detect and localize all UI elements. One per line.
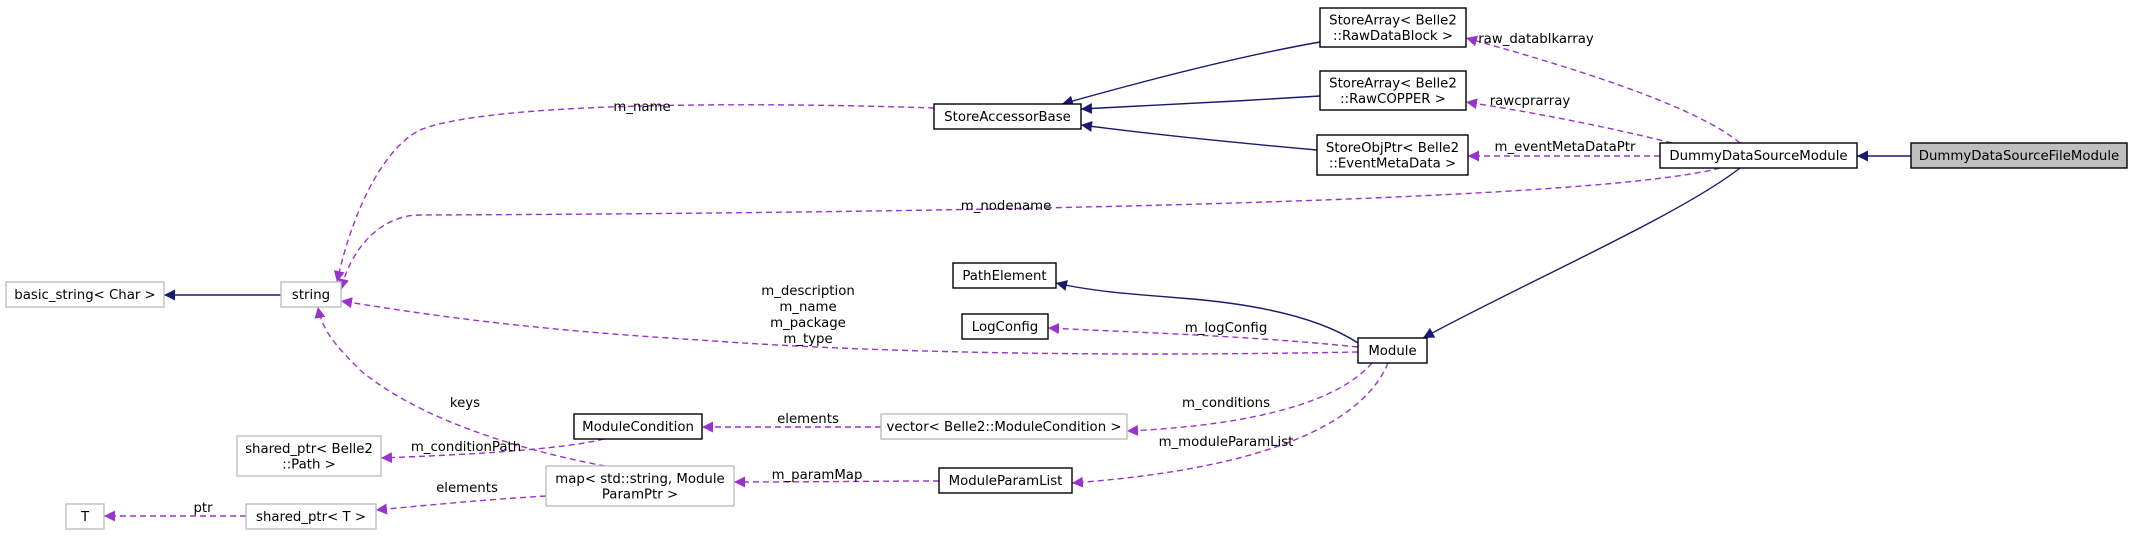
class-box[interactable] bbox=[1910, 142, 2128, 169]
usage-edge-moduleparamlist-to-mapparam bbox=[733, 476, 940, 488]
class-name-line: DummyDataSourceModule bbox=[1669, 149, 1847, 164]
class-node-pathelement[interactable]: PathElement bbox=[952, 262, 1057, 289]
edge-label: m_package bbox=[770, 316, 846, 331]
usage-edge-mapparam-to-string bbox=[314, 306, 606, 467]
class-name-line: shared_ptr< T > bbox=[256, 510, 366, 525]
inheritance-edge-dds-to-module bbox=[1422, 167, 1741, 339]
class-node-sharedpath[interactable]: shared_ptr< Belle2::Path > bbox=[236, 435, 382, 477]
class-box[interactable] bbox=[1319, 70, 1467, 111]
class-box[interactable] bbox=[933, 103, 1082, 130]
class-name-line: basic_string< Char > bbox=[14, 288, 155, 303]
class-name-line: ::EventMetaData > bbox=[1329, 156, 1456, 171]
edge-label: m_moduleParamList bbox=[1159, 435, 1294, 450]
edge-label: ptr bbox=[193, 501, 213, 516]
edge-label: keys bbox=[450, 396, 480, 411]
nodes-layer: DummyDataSourceFileModule DummyDataSource… bbox=[5, 7, 2128, 530]
class-node-logconfig[interactable]: LogConfig bbox=[961, 313, 1049, 340]
class-name-line: map< std::string, Module bbox=[555, 472, 724, 487]
usage-edge-dds-to-rawdatablock bbox=[1465, 35, 1741, 144]
class-name-line: PathElement bbox=[962, 269, 1046, 284]
class-name-line: T bbox=[80, 510, 90, 525]
usage-edge-dds-to-rawcopper bbox=[1465, 98, 1673, 144]
edge-label: m_name bbox=[779, 300, 836, 315]
class-node-moduleparamlist[interactable]: ModuleParamList bbox=[938, 467, 1073, 494]
edge-label: m_paramMap bbox=[772, 468, 863, 483]
edge-labels-layer: raw_datablkarray rawcprarray m_eventMetaDa… bbox=[193, 32, 1636, 516]
class-box[interactable] bbox=[280, 281, 342, 308]
class-box[interactable] bbox=[5, 281, 165, 308]
class-node-modulecondition[interactable]: ModuleCondition bbox=[573, 413, 703, 440]
edge-label: m_type bbox=[783, 332, 832, 347]
edge-label: m_name bbox=[613, 100, 670, 115]
class-name-line: string bbox=[292, 288, 330, 303]
usage-edge-modulecondition-to-sharedpath bbox=[380, 438, 605, 464]
edge-label: raw_datablkarray bbox=[1478, 32, 1594, 47]
class-node-rawdatablock[interactable]: StoreArray< Belle2::RawDataBlock > bbox=[1319, 7, 1467, 48]
usage-edge-module-to-moduleparamlist bbox=[1071, 362, 1389, 488]
class-name-line: vector< Belle2::ModuleCondition > bbox=[886, 420, 1121, 435]
class-name-line: Module bbox=[1368, 344, 1416, 359]
class-box[interactable] bbox=[938, 467, 1073, 494]
class-name-line: ::RawCOPPER > bbox=[1340, 92, 1446, 107]
class-box[interactable] bbox=[245, 503, 377, 530]
class-box[interactable] bbox=[236, 435, 382, 477]
class-name-line: ::RawDataBlock > bbox=[1333, 29, 1453, 44]
edge-label: m_conditions bbox=[1182, 396, 1270, 411]
class-box[interactable] bbox=[1357, 337, 1428, 364]
class-box[interactable] bbox=[65, 503, 105, 530]
class-node-module[interactable]: Module bbox=[1357, 337, 1428, 364]
class-name-line: StoreObjPtr< Belle2 bbox=[1326, 141, 1459, 156]
usage-edge-module-to-logconfig bbox=[1047, 323, 1359, 348]
edge-label: m_logConfig bbox=[1185, 321, 1268, 336]
edge-label: m_description bbox=[761, 284, 855, 299]
class-box[interactable] bbox=[1319, 7, 1467, 48]
class-node-storeaccessor[interactable]: StoreAccessorBase bbox=[933, 103, 1082, 130]
class-box[interactable] bbox=[952, 262, 1057, 289]
class-name-line: DummyDataSourceFileModule bbox=[1919, 149, 2119, 164]
class-node-string[interactable]: string bbox=[280, 281, 342, 308]
class-node-basicstring[interactable]: basic_string< Char > bbox=[5, 281, 165, 308]
edges-layer bbox=[104, 35, 1911, 522]
edge-label: elements bbox=[436, 481, 498, 496]
edge-label: rawcprarray bbox=[1490, 94, 1571, 109]
class-name-line: LogConfig bbox=[972, 320, 1038, 335]
class-node-T[interactable]: T bbox=[65, 503, 105, 530]
class-node-sharedT[interactable]: shared_ptr< T > bbox=[245, 503, 377, 530]
class-name-line: StoreArray< Belle2 bbox=[1329, 76, 1457, 91]
inheritance-edge-rawdatablock-to-storeaccessor bbox=[1061, 41, 1321, 107]
inheritance-edge-rawcopper-to-storeaccessor bbox=[1080, 95, 1321, 115]
class-name-line: StoreAccessorBase bbox=[944, 110, 1071, 125]
usage-edge-module-to-string bbox=[340, 297, 1359, 355]
class-name-line: ModuleCondition bbox=[582, 420, 694, 435]
class-name-line: ModuleParamList bbox=[949, 474, 1063, 489]
usage-edge-storeaccessor-to-string bbox=[333, 104, 935, 283]
edge-label: m_nodename bbox=[961, 199, 1052, 214]
edge-label: m_conditionPath bbox=[411, 440, 521, 455]
class-node-vectormc[interactable]: vector< Belle2::ModuleCondition > bbox=[880, 413, 1128, 440]
class-box[interactable] bbox=[545, 465, 735, 507]
class-box[interactable] bbox=[880, 413, 1128, 440]
class-name-line: StoreArray< Belle2 bbox=[1329, 13, 1457, 28]
class-node-dds[interactable]: DummyDataSourceModule bbox=[1659, 142, 1858, 169]
edge-label: elements bbox=[777, 412, 839, 427]
class-box[interactable] bbox=[1659, 142, 1858, 169]
class-node-focus[interactable]: DummyDataSourceFileModule bbox=[1910, 142, 2128, 169]
class-name-line: shared_ptr< Belle2 bbox=[245, 442, 373, 457]
edge-label: m_eventMetaDataPtr bbox=[1495, 140, 1636, 155]
usage-edge-module-to-vectormc bbox=[1126, 362, 1373, 436]
class-node-rawcopper[interactable]: StoreArray< Belle2::RawCOPPER > bbox=[1319, 70, 1467, 111]
usage-edge-mapparam-to-sharedT bbox=[375, 495, 547, 515]
class-node-eventmeta[interactable]: StoreObjPtr< Belle2::EventMetaData > bbox=[1316, 134, 1469, 176]
inheritance-edge-eventmeta-to-storeaccessor bbox=[1080, 120, 1318, 151]
class-name-line: ::Path > bbox=[282, 457, 336, 472]
inheritance-edge-module-to-pathelement bbox=[1055, 280, 1359, 344]
class-box[interactable] bbox=[961, 313, 1049, 340]
class-box[interactable] bbox=[573, 413, 703, 440]
class-box[interactable] bbox=[1316, 134, 1469, 176]
class-name-line: ParamPtr > bbox=[602, 487, 678, 502]
usage-edge-dds-to-string bbox=[338, 167, 1721, 291]
